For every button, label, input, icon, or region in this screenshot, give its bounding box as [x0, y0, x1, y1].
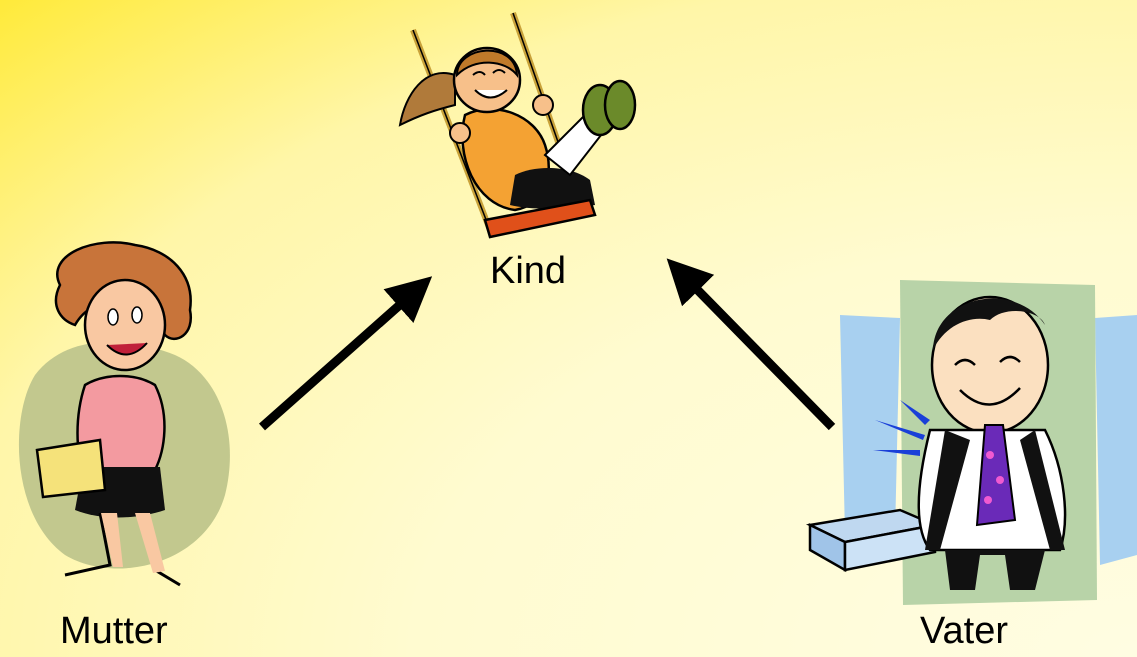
child-on-swing-icon — [398, 12, 637, 239]
man-with-tie-icon — [805, 280, 1137, 605]
father-label: Vater — [920, 610, 1009, 652]
mother-label: Mutter — [60, 610, 168, 652]
woman-with-folder-icon — [18, 241, 230, 587]
arrow-father-to-child — [666, 258, 836, 431]
child-label: Kind — [490, 250, 567, 292]
arrow-mother-to-child — [259, 276, 433, 431]
